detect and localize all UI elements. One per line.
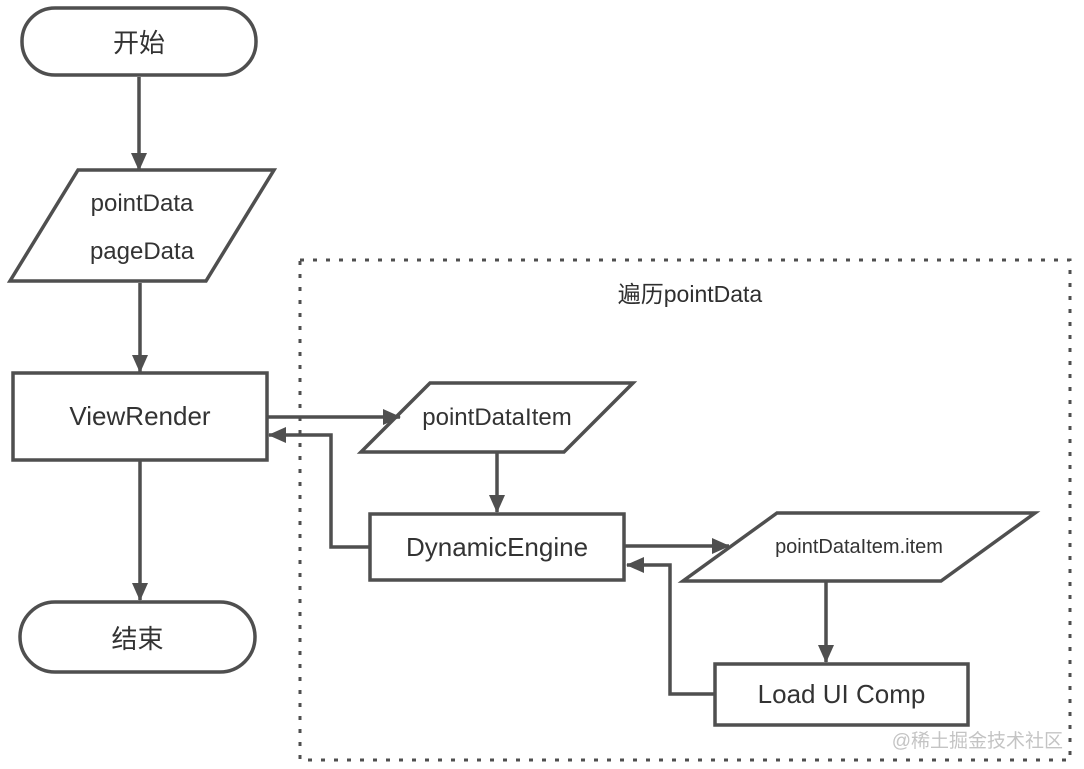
load-ui-comp-shape — [713, 662, 970, 727]
loop-group-border — [298, 258, 1072, 762]
loop-group-title: 遍历pointData — [617, 281, 763, 307]
io-point-page-shape — [6, 168, 278, 283]
point-data-item-item-shape — [677, 511, 1041, 583]
point-data-item-shape — [356, 381, 638, 454]
dynamic-engine-shape — [368, 512, 626, 582]
start-node-shape — [20, 6, 258, 77]
edge-dynamicengine-to-viewrender — [268, 427, 370, 549]
edge-loaduicomp-to-dynamicengine — [626, 557, 715, 696]
view-render-shape — [11, 371, 269, 462]
end-node-shape — [18, 600, 257, 674]
